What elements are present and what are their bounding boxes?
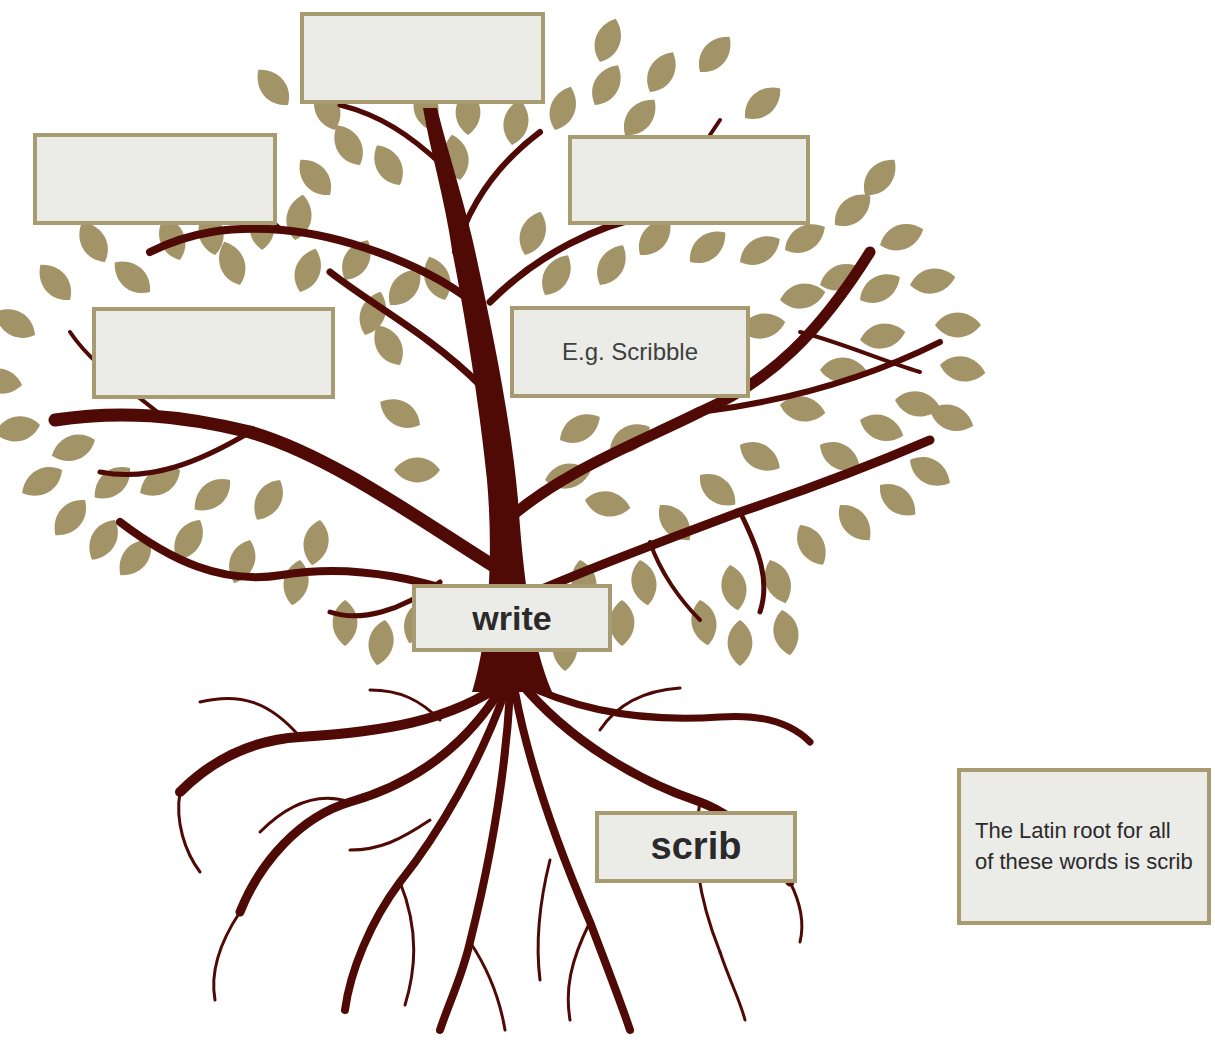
leaf bbox=[589, 239, 633, 291]
leaf bbox=[688, 598, 720, 648]
leaf bbox=[394, 458, 440, 483]
leaf bbox=[639, 46, 683, 98]
branch bbox=[800, 332, 920, 372]
rootlet bbox=[214, 912, 240, 1000]
leaf bbox=[543, 83, 582, 135]
leaf bbox=[876, 218, 928, 257]
leaf bbox=[374, 391, 426, 435]
leaf bbox=[107, 253, 158, 302]
leaf bbox=[288, 245, 327, 297]
branch bbox=[340, 105, 442, 165]
note-box: The Latin root for all of these words is… bbox=[957, 768, 1211, 925]
note-text: The Latin root for all of these words is… bbox=[975, 816, 1193, 878]
leaf bbox=[938, 353, 988, 385]
leaf bbox=[831, 497, 880, 548]
leaf bbox=[46, 492, 95, 543]
leaf bbox=[280, 558, 312, 608]
leaf bbox=[588, 15, 627, 67]
leaf bbox=[789, 519, 833, 571]
leaf bbox=[87, 459, 138, 508]
leaf bbox=[16, 459, 68, 503]
leaf bbox=[718, 563, 750, 613]
leaf bbox=[893, 388, 943, 420]
leaf bbox=[0, 365, 24, 397]
root bbox=[440, 692, 510, 1030]
leaf bbox=[628, 558, 660, 608]
leaf bbox=[0, 301, 41, 345]
leaf bbox=[213, 238, 252, 290]
roots bbox=[179, 682, 810, 1030]
leaf bbox=[856, 152, 905, 203]
leaf bbox=[583, 488, 633, 520]
rootlet bbox=[179, 792, 200, 872]
root bbox=[520, 682, 810, 742]
leaf bbox=[584, 59, 628, 111]
leaf bbox=[734, 434, 786, 478]
box-label: scrib bbox=[651, 824, 742, 870]
blank-box bbox=[35, 135, 275, 223]
branch bbox=[150, 229, 470, 300]
leaf bbox=[856, 408, 908, 447]
rootlet bbox=[260, 798, 350, 832]
leaf bbox=[872, 476, 923, 525]
branch bbox=[55, 415, 492, 565]
rootlet bbox=[538, 860, 550, 980]
blank-box bbox=[302, 14, 543, 102]
leaf bbox=[0, 413, 42, 445]
leaf bbox=[904, 449, 956, 493]
rootlet bbox=[370, 690, 440, 720]
blank-box bbox=[570, 137, 808, 223]
leaf bbox=[692, 466, 743, 515]
branch bbox=[650, 542, 700, 620]
leaf bbox=[554, 406, 606, 450]
leaf bbox=[935, 313, 981, 338]
leaf bbox=[246, 474, 290, 526]
rootlet bbox=[470, 942, 505, 1030]
leaf bbox=[366, 139, 410, 191]
leaf bbox=[610, 600, 635, 646]
leaf bbox=[770, 608, 802, 658]
branch bbox=[740, 512, 764, 612]
leaf bbox=[31, 257, 80, 308]
leaf bbox=[291, 152, 340, 203]
root-box: scrib bbox=[595, 811, 797, 883]
leaf bbox=[513, 208, 552, 260]
leaf bbox=[187, 471, 238, 520]
branch bbox=[512, 440, 930, 602]
rootlet bbox=[720, 952, 745, 1020]
rootlet bbox=[350, 820, 430, 850]
leaf bbox=[48, 428, 100, 467]
rootlet bbox=[568, 922, 590, 1020]
leaf bbox=[333, 600, 358, 646]
leaf bbox=[734, 228, 786, 272]
rootlet bbox=[790, 882, 802, 942]
leaf bbox=[365, 618, 397, 668]
leaf bbox=[249, 62, 298, 113]
branch bbox=[100, 432, 250, 475]
rootlet bbox=[600, 688, 680, 730]
leaf bbox=[691, 29, 740, 80]
example-box: E.g. Scribble bbox=[510, 306, 750, 398]
leaf bbox=[300, 518, 332, 568]
leaf bbox=[858, 320, 908, 352]
leaf bbox=[728, 620, 753, 666]
branch bbox=[455, 132, 540, 252]
meaning-box: write bbox=[412, 584, 612, 652]
root bbox=[180, 682, 505, 792]
blank-box bbox=[94, 309, 333, 397]
leaf bbox=[908, 265, 958, 297]
branch bbox=[330, 272, 480, 385]
box-label: E.g. Scribble bbox=[562, 338, 698, 367]
rootlet bbox=[200, 698, 300, 737]
leaf bbox=[778, 280, 828, 312]
rootlet bbox=[400, 882, 414, 1005]
leaf bbox=[682, 223, 733, 272]
box-label: write bbox=[472, 598, 551, 639]
blank-boxes bbox=[35, 14, 808, 397]
leaf bbox=[737, 79, 788, 128]
